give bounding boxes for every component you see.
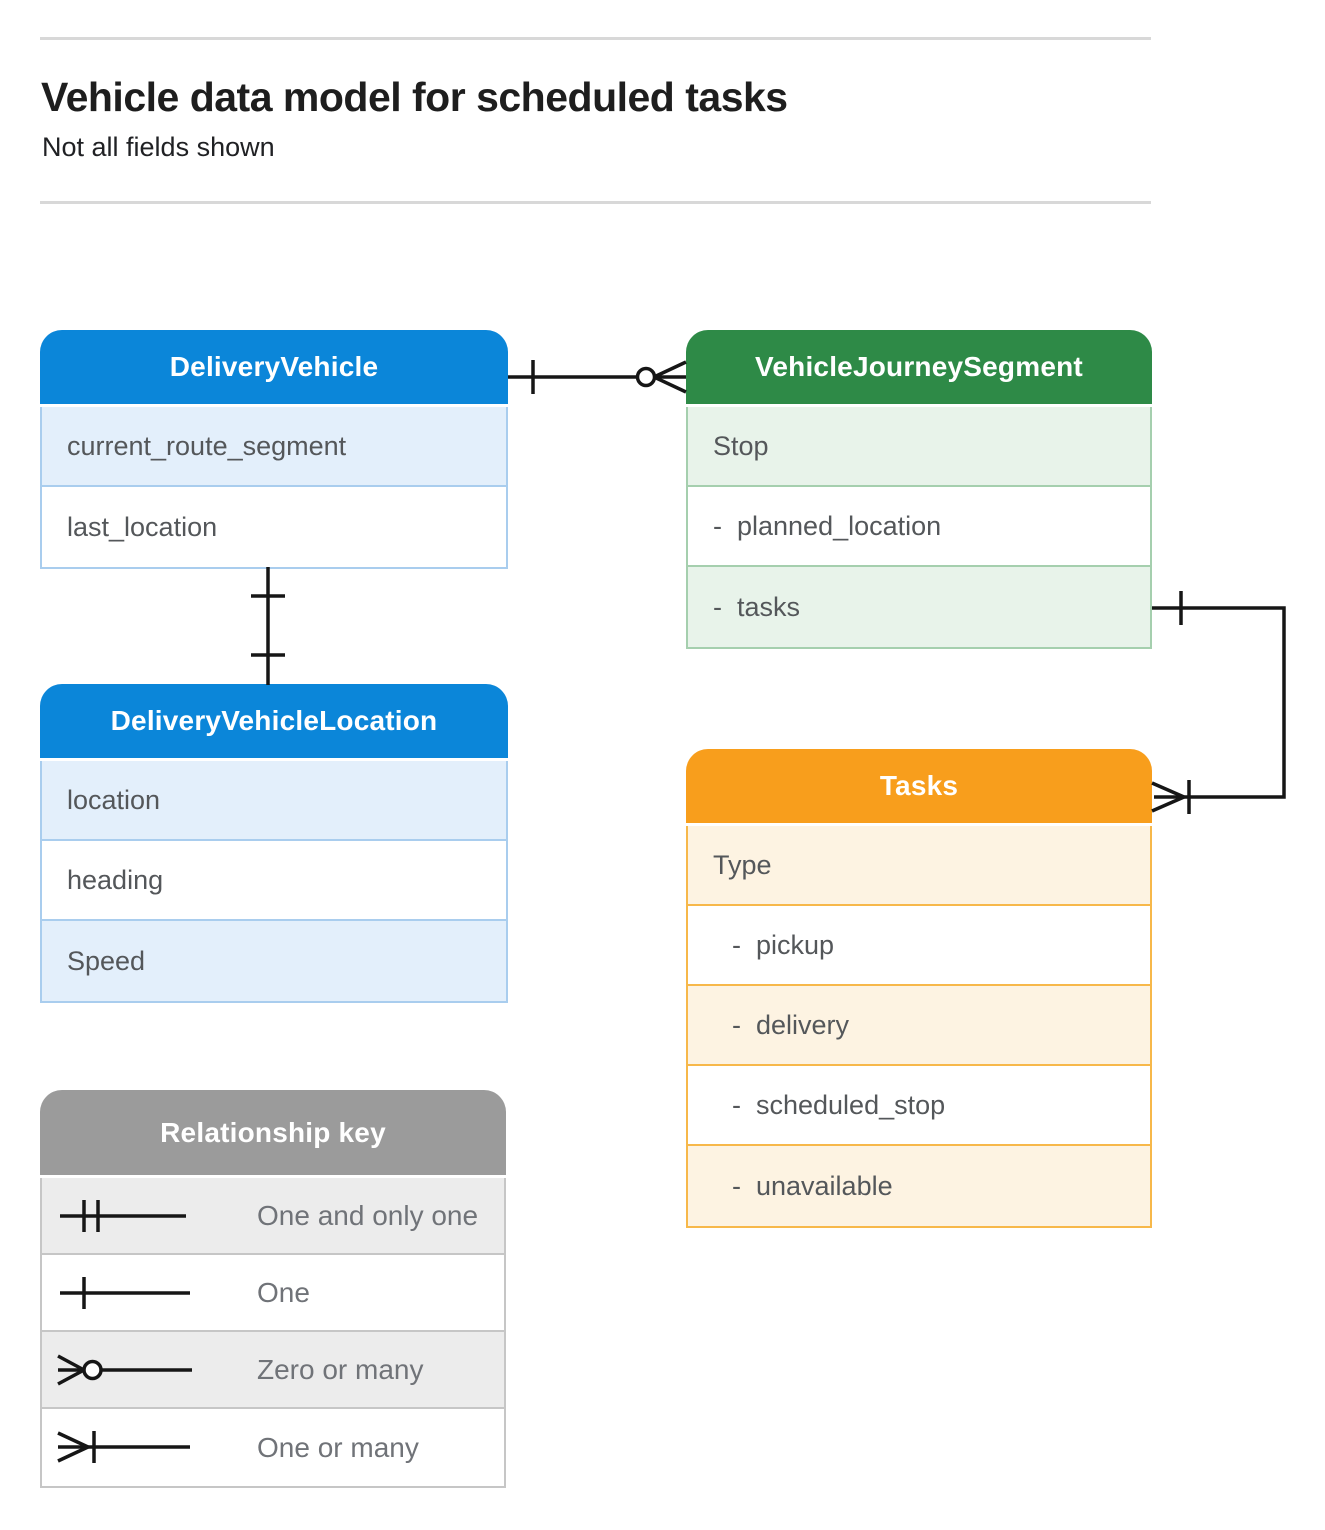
entity-delivery-vehicle-location-title: DeliveryVehicleLocation xyxy=(40,684,508,761)
field-scheduled-stop: - scheduled_stop xyxy=(688,1066,1150,1146)
field-location: location xyxy=(42,761,506,841)
relationship-vehiclejourneysegment-tasks xyxy=(1151,591,1286,814)
zero-circle-icon xyxy=(635,366,657,388)
field-last-location: last_location xyxy=(42,487,506,567)
field-planned-location: - planned_location xyxy=(688,487,1150,567)
entity-tasks: Tasks Type - pickup - delivery - schedul… xyxy=(686,749,1152,1228)
field-unavailable: - unavailable xyxy=(688,1146,1150,1226)
field-speed: Speed xyxy=(42,921,506,1001)
page-title: Vehicle data model for scheduled tasks xyxy=(41,74,788,120)
field-type: Type xyxy=(688,826,1150,906)
page-subtitle: Not all fields shown xyxy=(42,132,275,162)
crow-foot-icon xyxy=(653,360,687,394)
field-tasks: - tasks xyxy=(688,567,1150,647)
legend-item-one: One xyxy=(42,1255,504,1332)
entity-delivery-vehicle-location: DeliveryVehicleLocation location heading… xyxy=(40,684,508,1003)
relationship-deliveryvehicle-deliveryvehiclelocation xyxy=(251,567,285,685)
top-divider xyxy=(40,37,1151,40)
crow-foot-icon xyxy=(1151,781,1185,813)
legend-item-one-or-many: One or many xyxy=(42,1409,504,1486)
legend-relationship-key: Relationship key One and only one One Ze… xyxy=(40,1090,506,1488)
entity-delivery-vehicle: DeliveryVehicle current_route_segment la… xyxy=(40,330,508,569)
entity-vehicle-journey-segment-title: VehicleJourneySegment xyxy=(686,330,1152,407)
header-divider xyxy=(40,201,1151,204)
field-delivery: - delivery xyxy=(688,986,1150,1066)
legend-item-zero-or-many: Zero or many xyxy=(42,1332,504,1409)
entity-tasks-title: Tasks xyxy=(686,749,1152,826)
legend-item-one-and-only-one: One and only one xyxy=(42,1178,504,1255)
field-heading: heading xyxy=(42,841,506,921)
field-stop: Stop xyxy=(688,407,1150,487)
relationship-deliveryvehicle-vehiclejourneysegment xyxy=(508,360,687,394)
legend-title: Relationship key xyxy=(40,1090,506,1178)
entity-delivery-vehicle-title: DeliveryVehicle xyxy=(40,330,508,407)
entity-vehicle-journey-segment: VehicleJourneySegment Stop - planned_loc… xyxy=(686,330,1152,649)
field-current-route-segment: current_route_segment xyxy=(42,407,506,487)
field-pickup: - pickup xyxy=(688,906,1150,986)
